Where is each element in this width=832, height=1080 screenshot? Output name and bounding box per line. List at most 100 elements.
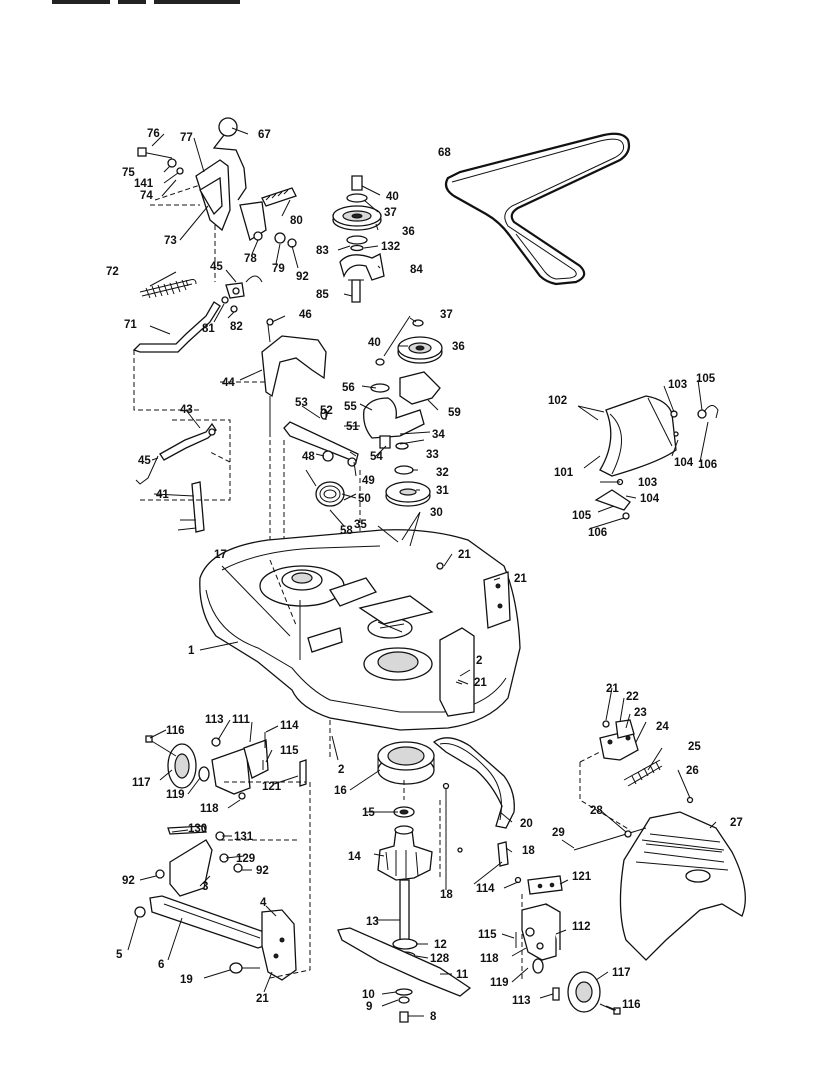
callout-92-right: 92 [256, 865, 269, 877]
leader-lines [127, 127, 717, 1017]
callout-92-left: 92 [122, 875, 135, 887]
callout-11: 11 [456, 969, 469, 981]
callout-23: 23 [634, 707, 647, 719]
callout-40-mid: 40 [368, 337, 381, 349]
callout-53: 53 [295, 397, 308, 409]
callout-92-upper: 92 [296, 271, 309, 283]
callout-116-left: 116 [166, 725, 185, 737]
callout-30: 30 [430, 507, 443, 519]
callout-10: 10 [362, 989, 375, 1001]
callout-41: 41 [156, 489, 169, 501]
idler-arm-pulley-stack [363, 319, 443, 507]
callout-130: 130 [188, 823, 207, 835]
callout-4: 4 [260, 897, 267, 909]
callout-114-left: 114 [280, 720, 299, 732]
mower-deck-housing [199, 529, 521, 760]
callout-29: 29 [552, 827, 565, 839]
callout-25: 25 [688, 741, 701, 753]
callout-20: 20 [520, 818, 533, 830]
callout-73: 73 [164, 235, 177, 247]
callout-18-left: 18 [440, 889, 453, 901]
callout-22: 22 [626, 691, 639, 703]
belt-guard [261, 318, 327, 560]
callout-71: 71 [124, 319, 137, 331]
callout-45-upper: 45 [210, 261, 223, 273]
callout-101: 101 [554, 467, 574, 479]
callout-52: 52 [320, 405, 333, 417]
callout-114-right: 114 [476, 883, 495, 895]
callout-104-lower: 104 [640, 493, 660, 505]
left-gauge-wheel-assembly [145, 732, 307, 800]
callout-21-a: 21 [458, 549, 471, 561]
callout-81: 81 [202, 323, 215, 335]
callout-55: 55 [344, 401, 357, 413]
callout-34: 34 [432, 429, 445, 441]
callout-116-right: 116 [622, 999, 641, 1011]
callout-106-upper: 106 [698, 459, 717, 471]
callout-14: 14 [348, 851, 361, 863]
callout-51: 51 [346, 421, 359, 433]
callout-82: 82 [230, 321, 243, 333]
callout-37-upper: 37 [384, 207, 397, 219]
callout-106-lower: 106 [588, 527, 607, 539]
callout-13: 13 [366, 916, 379, 928]
callout-77: 77 [180, 132, 193, 144]
callout-45-lower: 45 [138, 455, 151, 467]
callout-119-left: 119 [166, 789, 185, 801]
callout-44: 44 [222, 377, 235, 389]
callout-15: 15 [362, 807, 375, 819]
callout-49: 49 [362, 475, 375, 487]
callout-28: 28 [590, 805, 603, 817]
lift-spring-and-rod [132, 275, 263, 411]
callout-6: 6 [158, 959, 164, 971]
front-hanger-assembly [134, 782, 311, 981]
callout-1: 1 [188, 645, 195, 657]
callout-32: 32 [436, 467, 449, 479]
blade-spindle-assembly [337, 741, 472, 1023]
callout-16: 16 [334, 785, 347, 797]
callout-21-e: 21 [256, 993, 269, 1005]
callout-labels: 76 77 67 75 141 74 73 80 78 79 92 68 40 … [106, 128, 743, 1023]
callout-79: 79 [272, 263, 285, 275]
idler-arm-and-spring [283, 408, 361, 560]
callout-40-upper: 40 [386, 191, 399, 203]
callout-36-mid: 36 [452, 341, 465, 353]
deck-baffle [432, 737, 515, 880]
callout-67: 67 [258, 129, 271, 141]
callout-78: 78 [244, 253, 257, 265]
callout-115-left: 115 [280, 745, 299, 757]
callout-121-right: 121 [572, 871, 592, 883]
callout-113-left: 113 [205, 714, 224, 726]
callout-75: 75 [122, 167, 135, 179]
callout-43: 43 [180, 404, 193, 416]
callout-9: 9 [366, 1001, 372, 1013]
callout-117-right: 117 [612, 967, 631, 979]
callout-112: 112 [572, 921, 591, 933]
callout-8: 8 [430, 1011, 437, 1023]
callout-118-right: 118 [480, 953, 499, 965]
callout-121-left: 121 [262, 781, 282, 793]
callout-12: 12 [434, 939, 447, 951]
callout-102: 102 [548, 395, 567, 407]
callout-105-lower: 105 [572, 510, 592, 522]
callout-103-upper: 103 [668, 379, 687, 391]
callout-50: 50 [358, 493, 371, 505]
callout-80: 80 [290, 215, 303, 227]
callout-21-c: 21 [474, 677, 487, 689]
callout-17: 17 [214, 549, 227, 561]
callout-3: 3 [202, 881, 208, 893]
callout-113-right: 113 [512, 995, 531, 1007]
callout-5: 5 [116, 949, 123, 961]
callout-31: 31 [436, 485, 449, 497]
discharge-deflector [594, 395, 719, 520]
lift-handle-assembly [137, 117, 297, 282]
callout-83: 83 [316, 245, 329, 257]
callout-26: 26 [686, 765, 699, 777]
callout-84: 84 [410, 264, 423, 276]
right-gauge-wheel-assembly [514, 875, 621, 1015]
callout-46: 46 [299, 309, 312, 321]
callout-35: 35 [354, 519, 367, 531]
callout-59: 59 [448, 407, 461, 419]
callout-19: 19 [180, 974, 193, 986]
